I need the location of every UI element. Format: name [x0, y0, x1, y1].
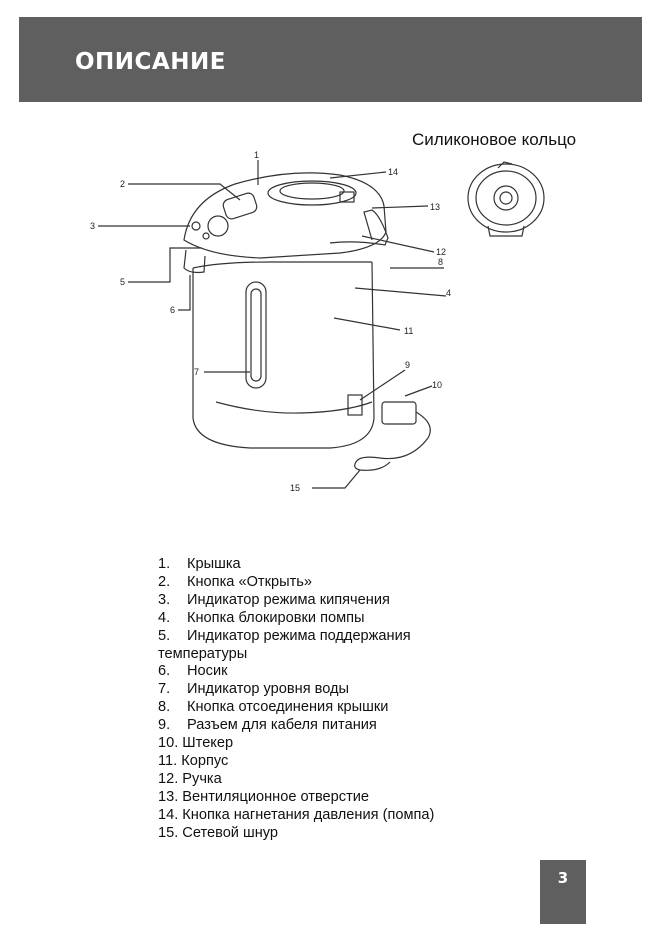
label-7: 7 [194, 367, 199, 377]
label-1: 1 [254, 150, 259, 160]
legend-item: 15.Сетевой шнур [158, 824, 279, 841]
label-4: 4 [446, 288, 451, 298]
plug [381, 401, 417, 425]
label-10: 10 [432, 380, 442, 390]
legend-item: 8.Кнопка отсоединения крышки [158, 699, 389, 716]
spout [183, 249, 206, 274]
legend-item: 10.Штекер [158, 735, 234, 752]
lid-outline [183, 172, 387, 259]
legend-item: 2.Кнопка «Открыть» [158, 573, 313, 590]
legend-item: 14.Кнопка нагнетания давления (помпа) [158, 806, 435, 823]
body-bottom-band [215, 401, 373, 414]
thermopot-diagram: 1 2 3 4 5 6 7 8 9 10 11 12 13 14 15 [90, 150, 545, 493]
legend-item: 12.Ручка [158, 770, 222, 787]
legend-item: 4.Кнопка блокировки помпы [158, 609, 365, 626]
diagram-number-labels: 1 2 3 4 5 6 7 8 9 10 11 12 13 14 15 [90, 150, 451, 493]
handle [329, 209, 389, 246]
legend-item: 6.Носик [158, 663, 228, 680]
power-cord [354, 411, 431, 471]
parts-legend: 1.Крышка 2.Кнопка «Открыть» 3.Индикатор … [158, 556, 488, 843]
silicone-ring [467, 163, 545, 233]
thermopot-drawing [98, 160, 545, 489]
legend-item: 11.Корпус [158, 752, 229, 769]
power-socket [347, 394, 363, 416]
body-outline [192, 261, 375, 449]
label-8: 8 [438, 257, 443, 267]
open-button [222, 192, 258, 220]
legend-item: 1.Крышка [158, 556, 241, 572]
pump-button [267, 180, 357, 206]
page-header: ОПИСАНИЕ [19, 17, 642, 102]
label-13: 13 [430, 202, 440, 212]
label-5: 5 [120, 277, 125, 287]
label-14: 14 [388, 167, 398, 177]
keep-warm-indicator [202, 232, 210, 240]
page-number-box: 3 [540, 860, 586, 924]
label-6: 6 [170, 305, 175, 315]
label-11: 11 [404, 326, 413, 336]
legend-item: 7.Индикатор уровня воды [158, 681, 350, 698]
legend-item: 9.Разъем для кабеля питания [158, 717, 377, 734]
label-3: 3 [90, 221, 95, 231]
legend-item: 13.Вентиляционное отверстие [158, 788, 370, 805]
boil-indicator [191, 221, 201, 231]
water-level-window [245, 281, 267, 389]
legend-item-continuation: температуры [158, 645, 248, 662]
silicone-ring-caption: Силиконовое кольцо [412, 130, 577, 149]
label-15: 15 [290, 483, 300, 493]
legend-item: 5.Индикатор режима поддержания [158, 627, 411, 644]
page-number: 3 [557, 869, 569, 887]
label-2: 2 [120, 179, 125, 189]
page-title: ОПИСАНИЕ [75, 49, 226, 75]
vent [339, 191, 355, 203]
label-9: 9 [405, 360, 410, 370]
label-12: 12 [436, 247, 446, 257]
legend-item: 3.Индикатор режима кипячения [158, 591, 390, 608]
